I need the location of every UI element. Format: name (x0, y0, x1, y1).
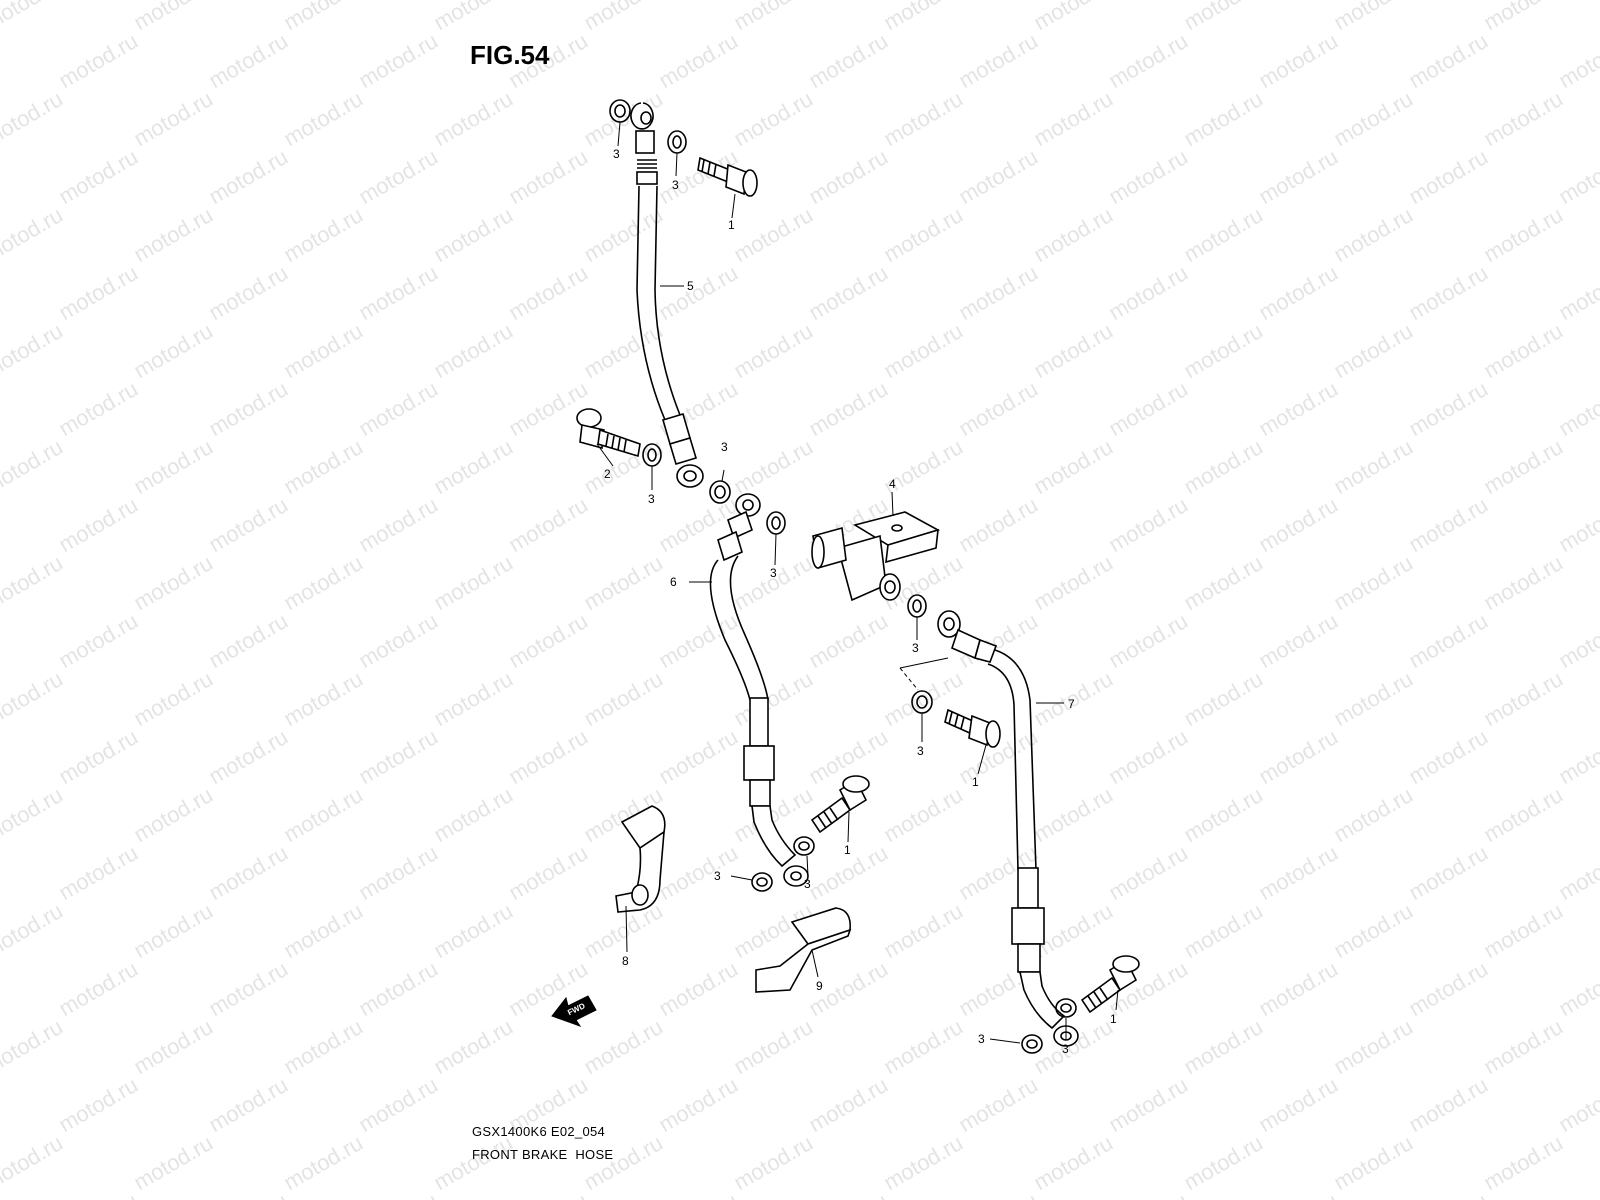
banjo-bolt-1-top (697, 156, 758, 197)
callout-3: 3 (804, 877, 811, 891)
callout-3: 3 (613, 147, 620, 161)
callout-7: 7 (1068, 697, 1075, 711)
callout-3: 3 (672, 178, 679, 192)
callout-3: 3 (714, 869, 721, 883)
callout-1: 1 (728, 218, 735, 232)
banjo-bolt-1-mid (944, 708, 1001, 748)
hose-7 (937, 610, 1079, 1047)
callout-1: 1 (1110, 1012, 1117, 1026)
callout-4: 4 (889, 477, 896, 491)
leader-lines (596, 121, 1119, 1044)
callout-8: 8 (622, 954, 629, 968)
callout-2: 2 (604, 467, 611, 481)
callout-3: 3 (721, 440, 728, 454)
model-code: GSX1400K6 E02_054 (472, 1124, 606, 1139)
hose-6 (709, 493, 809, 887)
callout-3: 3 (770, 566, 777, 580)
callout-3: 3 (1062, 1042, 1069, 1056)
clamp-8 (615, 805, 666, 913)
callout-9: 9 (816, 979, 823, 993)
forward-arrow: FWD (551, 995, 597, 1027)
brake-joint-4 (811, 511, 941, 602)
callout-3: 3 (917, 744, 924, 758)
callout-1: 1 (972, 775, 979, 789)
callout-6: 6 (670, 575, 677, 589)
hose-5 (630, 102, 704, 488)
callout-1: 1 (844, 843, 851, 857)
diagram-name: FRONT BRAKE HOSE (472, 1147, 614, 1162)
washers-3 (609, 99, 1077, 1054)
callout-3: 3 (978, 1032, 985, 1046)
banjo-bolt-1-bottom (1080, 955, 1140, 1014)
banjo-bolt-2 (576, 408, 641, 458)
callout-numbers: 3 3 1 5 3 2 3 4 3 6 3 7 3 1 1 3 3 8 9 1 … (604, 147, 1117, 1056)
callout-3: 3 (912, 641, 919, 655)
banjo-bolt-1-lower-mid (810, 775, 870, 834)
figure-title: FIG.54 (470, 40, 550, 70)
callout-5: 5 (687, 279, 694, 293)
clamp-9 (755, 907, 852, 993)
callout-3: 3 (648, 492, 655, 506)
